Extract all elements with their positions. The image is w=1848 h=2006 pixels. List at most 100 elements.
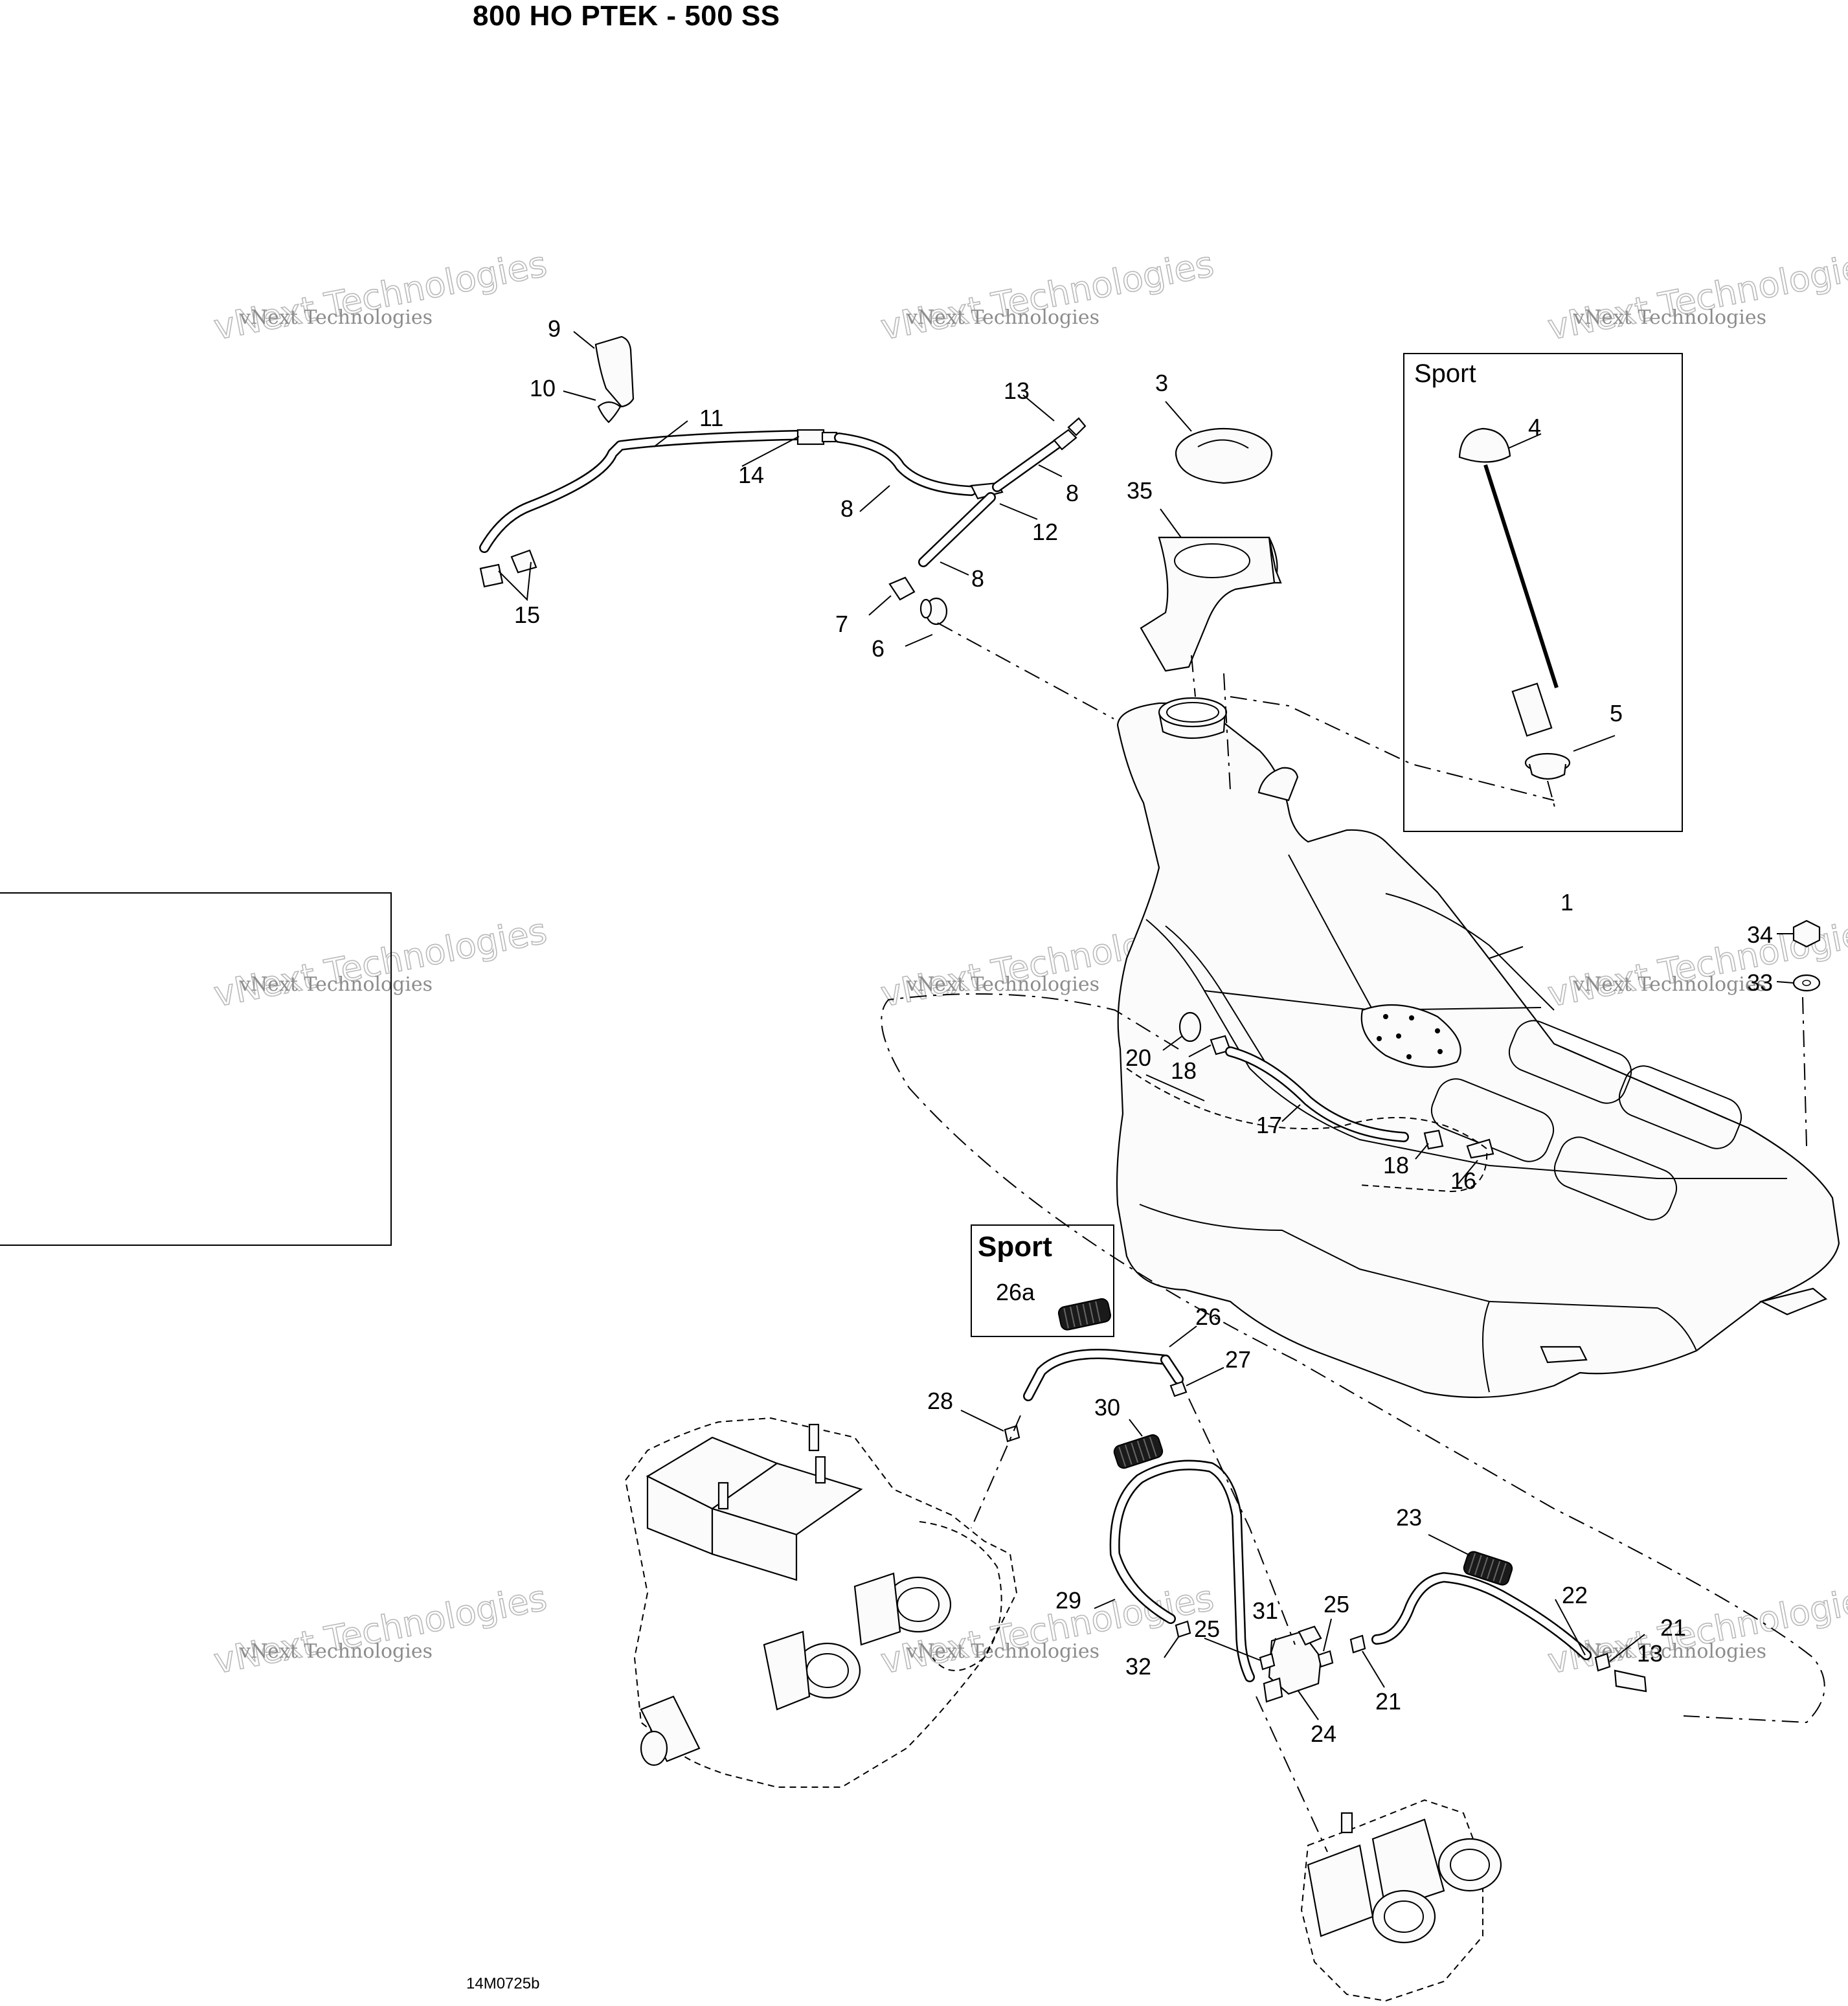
- callout-24: 24: [1311, 1720, 1336, 1747]
- sport-inset-bottom: Sport 26a: [971, 1224, 1114, 1337]
- callout-13b: 13: [1637, 1640, 1663, 1667]
- watermark-big-text: vNext Technologies: [210, 243, 550, 348]
- callout-28: 28: [927, 1388, 953, 1414]
- clamp-21: [1349, 1634, 1366, 1654]
- assembly-line: [971, 1415, 1021, 1529]
- watermark-small-text: vNext Technologies: [906, 306, 1099, 329]
- callout-34: 34: [1747, 921, 1773, 948]
- fitting-13b: [1614, 1669, 1647, 1693]
- callout-21b: 21: [1660, 1614, 1686, 1641]
- callout-8a: 8: [840, 495, 853, 522]
- fitting-part: [1053, 417, 1087, 451]
- fuel-support-part: [1140, 536, 1282, 672]
- assembly-line: [1223, 673, 1231, 791]
- callout-32: 32: [1125, 1653, 1151, 1680]
- empty-frame: [0, 892, 392, 1246]
- watermark-2: vNext Technologies vNext Technologies: [877, 243, 1217, 348]
- watermark-small-text: vNext Technologies: [906, 1640, 1099, 1663]
- callout-23: 23: [1396, 1504, 1422, 1531]
- callout-1: 1: [1561, 889, 1573, 916]
- sport-inset-frame: [971, 1224, 1114, 1337]
- drawing-code: 14M0725b: [466, 1975, 540, 1992]
- callout-15: 15: [514, 602, 540, 628]
- callout-17: 17: [1256, 1112, 1282, 1138]
- clamp-32: [1175, 1620, 1191, 1638]
- sport-inset-label: Sport: [1414, 359, 1476, 388]
- inline-filter-30: [1113, 1434, 1164, 1469]
- callout-21a: 21: [1375, 1688, 1401, 1715]
- callout-35: 35: [1127, 477, 1153, 504]
- assembly-line: [1802, 997, 1807, 1147]
- callouts: 1 3 4 5 6 7 8 8 8 9 10 11 12 13 13 14 15…: [514, 315, 1773, 1747]
- callout-4: 4: [1528, 414, 1541, 440]
- callout-12: 12: [1032, 519, 1058, 545]
- inline-filter-23: [1463, 1551, 1513, 1586]
- callout-8b: 8: [1066, 480, 1079, 506]
- watermark-big-text: vNext Technologies: [210, 910, 550, 1015]
- watermark-big-text: vNext Technologies: [1544, 1577, 1848, 1682]
- diagram-title: 800 HO PTEK - 500 SS: [473, 0, 780, 32]
- callout-3: 3: [1155, 370, 1168, 396]
- watermark-3: vNext Technologies vNext Technologies: [1544, 243, 1848, 348]
- callout-33: 33: [1747, 969, 1773, 996]
- fuel-lines-bottom: [971, 1349, 1647, 1853]
- sport-inset-label: Sport: [978, 1231, 1052, 1263]
- rivet-part: [597, 401, 622, 423]
- watermark-small-text: vNext Technologies: [1573, 973, 1766, 996]
- callout-26a: 26a: [996, 1279, 1035, 1305]
- callout-27: 27: [1225, 1346, 1251, 1373]
- nut-washer: [1792, 919, 1821, 992]
- callout-18b: 18: [1383, 1152, 1409, 1178]
- fuel-cap-part: [1175, 427, 1273, 484]
- assembly-line: [1191, 655, 1196, 697]
- watermark-small-text: vNext Technologies: [239, 973, 433, 996]
- clamp-27: [1169, 1381, 1188, 1397]
- check-valve-part: [796, 429, 838, 445]
- clamp-21b: [1594, 1652, 1611, 1672]
- pump-plate-bolts: [1377, 1014, 1443, 1059]
- callout-31: 31: [1252, 1597, 1278, 1624]
- callout-22: 22: [1562, 1582, 1588, 1608]
- watermark-small-text: vNext Technologies: [906, 973, 1099, 996]
- callout-9: 9: [548, 315, 561, 342]
- grommet-20: [1178, 1011, 1202, 1042]
- watermark-big-text: vNext Technologies: [1544, 243, 1848, 348]
- callout-8c: 8: [971, 565, 984, 592]
- callout-18a: 18: [1171, 1057, 1197, 1084]
- assembly-line: [1188, 1398, 1296, 1645]
- clamp-28: [1004, 1425, 1020, 1443]
- callout-13a: 13: [1004, 378, 1030, 404]
- callout-16: 16: [1450, 1167, 1476, 1194]
- elbow-16: [1466, 1138, 1494, 1159]
- grommet-part: [1524, 752, 1571, 780]
- callout-7: 7: [835, 611, 848, 637]
- assembly-line: [881, 993, 1825, 1724]
- clamp-25b: [1317, 1650, 1334, 1668]
- callout-29: 29: [1055, 1587, 1081, 1614]
- fuel-supply-line: [1126, 1011, 1494, 1193]
- assembly-line: [1547, 780, 1556, 810]
- vent-line-assembly: [479, 335, 1087, 625]
- assembly-line: [1230, 696, 1555, 801]
- sport-inset-top: Sport: [1403, 353, 1683, 832]
- watermark-4: vNext Technologies vNext Technologies: [210, 910, 550, 1015]
- sport-inset-frame: [1403, 353, 1683, 832]
- clamp-25a: [1259, 1652, 1276, 1671]
- callout-26: 26: [1195, 1303, 1221, 1330]
- watermark-small-text: vNext Technologies: [1573, 306, 1766, 329]
- callout-11: 11: [699, 405, 723, 431]
- carburetor-part: [1300, 1799, 1502, 2002]
- watermark-9: vNext Technologies vNext Technologies: [1544, 1577, 1848, 1682]
- callout-10: 10: [530, 375, 556, 401]
- fuel-gauge-part: [1458, 427, 1559, 737]
- watermark-big-text: vNext Technologies: [877, 243, 1217, 348]
- leader-lines: [498, 331, 1794, 1720]
- watermark-small-text: vNext Technologies: [239, 1640, 433, 1663]
- watermark-big-text: vNext Technologies: [210, 1577, 550, 1682]
- callout-20: 20: [1125, 1044, 1151, 1071]
- fuel-tank-part: [1116, 697, 1840, 1399]
- callout-5: 5: [1610, 700, 1623, 727]
- watermark-small-text: vNext Technologies: [239, 306, 433, 329]
